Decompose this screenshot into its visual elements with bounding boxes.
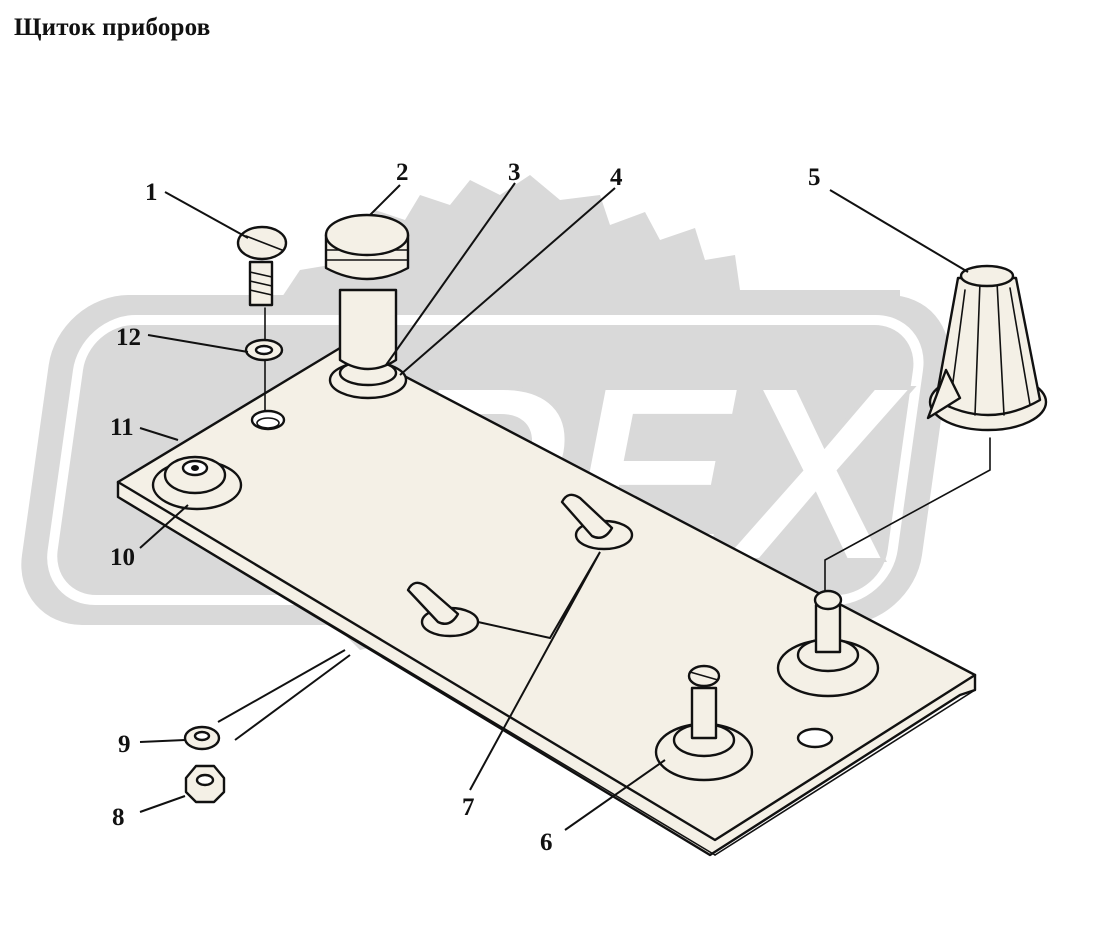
spring-washer-hole bbox=[254, 344, 274, 356]
screw-thread-2 bbox=[249, 280, 273, 287]
leader-8 bbox=[139, 795, 186, 813]
knob-top bbox=[959, 264, 1015, 288]
screw bbox=[236, 225, 288, 307]
panel-plate bbox=[116, 343, 977, 857]
rotary-right-top bbox=[813, 589, 843, 611]
callout-10: 10 bbox=[110, 544, 135, 571]
panel-plate-top bbox=[116, 343, 977, 842]
lamp-socket-center bbox=[191, 465, 199, 471]
callout-12: 12 bbox=[116, 324, 141, 351]
leader-2 bbox=[369, 184, 401, 216]
mounting-hole-right bbox=[796, 727, 834, 749]
watermark-gear bbox=[280, 175, 900, 300]
leader-11 bbox=[139, 427, 179, 441]
leader-4 bbox=[399, 187, 616, 376]
leader-9 bbox=[139, 739, 186, 743]
knob-rib-4 bbox=[1009, 287, 1031, 406]
leader-6 bbox=[564, 759, 666, 831]
rotary-switch-right bbox=[776, 589, 880, 698]
callout-2: 2 bbox=[396, 159, 409, 186]
leader-lines bbox=[139, 182, 969, 831]
rotary-switch bbox=[654, 664, 754, 782]
knob-axis-line bbox=[824, 437, 991, 591]
push-button bbox=[324, 213, 410, 400]
rotary-right-shaft bbox=[814, 603, 842, 654]
leader-9b bbox=[217, 649, 346, 723]
callout-7: 7 bbox=[462, 794, 475, 821]
rotary-switch-shaft bbox=[690, 686, 718, 740]
screw-thread-3 bbox=[249, 289, 273, 296]
callout-8: 8 bbox=[112, 804, 125, 831]
rotary-switch-slot bbox=[689, 671, 719, 681]
callout-labels: 1 2 3 4 5 6 7 8 9 10 11 12 bbox=[110, 159, 821, 856]
toggle-switch-lower bbox=[406, 581, 480, 638]
flat-washer-hole bbox=[193, 730, 211, 742]
leader-1 bbox=[164, 191, 249, 239]
toggle-switch-upper bbox=[560, 493, 634, 551]
toggle-upper-lever bbox=[560, 493, 614, 539]
leader-10 bbox=[139, 504, 189, 549]
panel-plate-edge-right bbox=[714, 689, 976, 856]
mounting-hole bbox=[250, 409, 286, 431]
leader-3 bbox=[385, 182, 516, 366]
callout-6: 6 bbox=[540, 829, 553, 856]
callout-9: 9 bbox=[118, 731, 131, 758]
push-button-cap bbox=[324, 213, 410, 257]
callout-3: 3 bbox=[508, 159, 521, 186]
screw-thread-1 bbox=[249, 271, 273, 278]
page-title: Щиток приборов bbox=[14, 14, 211, 41]
control-knob bbox=[926, 264, 1048, 432]
mounting-hole-inner bbox=[256, 417, 280, 429]
knob-pointer bbox=[926, 368, 962, 420]
hex-nut-hole bbox=[195, 773, 215, 787]
callout-11: 11 bbox=[110, 414, 134, 441]
callout-4: 4 bbox=[610, 164, 623, 191]
leader-12 bbox=[147, 334, 249, 353]
screw-slot bbox=[245, 235, 283, 251]
toggle-lower-lever bbox=[406, 581, 460, 625]
indicator-lamp-socket bbox=[151, 455, 243, 511]
callout-5: 5 bbox=[808, 164, 821, 191]
leader-9c bbox=[234, 654, 351, 741]
leader-5 bbox=[829, 189, 969, 273]
callout-1: 1 bbox=[145, 179, 158, 206]
knob-rib-3 bbox=[996, 281, 1005, 416]
knob-rib-2 bbox=[974, 281, 981, 416]
leader-7 bbox=[469, 551, 601, 791]
push-button-stem bbox=[338, 288, 398, 371]
